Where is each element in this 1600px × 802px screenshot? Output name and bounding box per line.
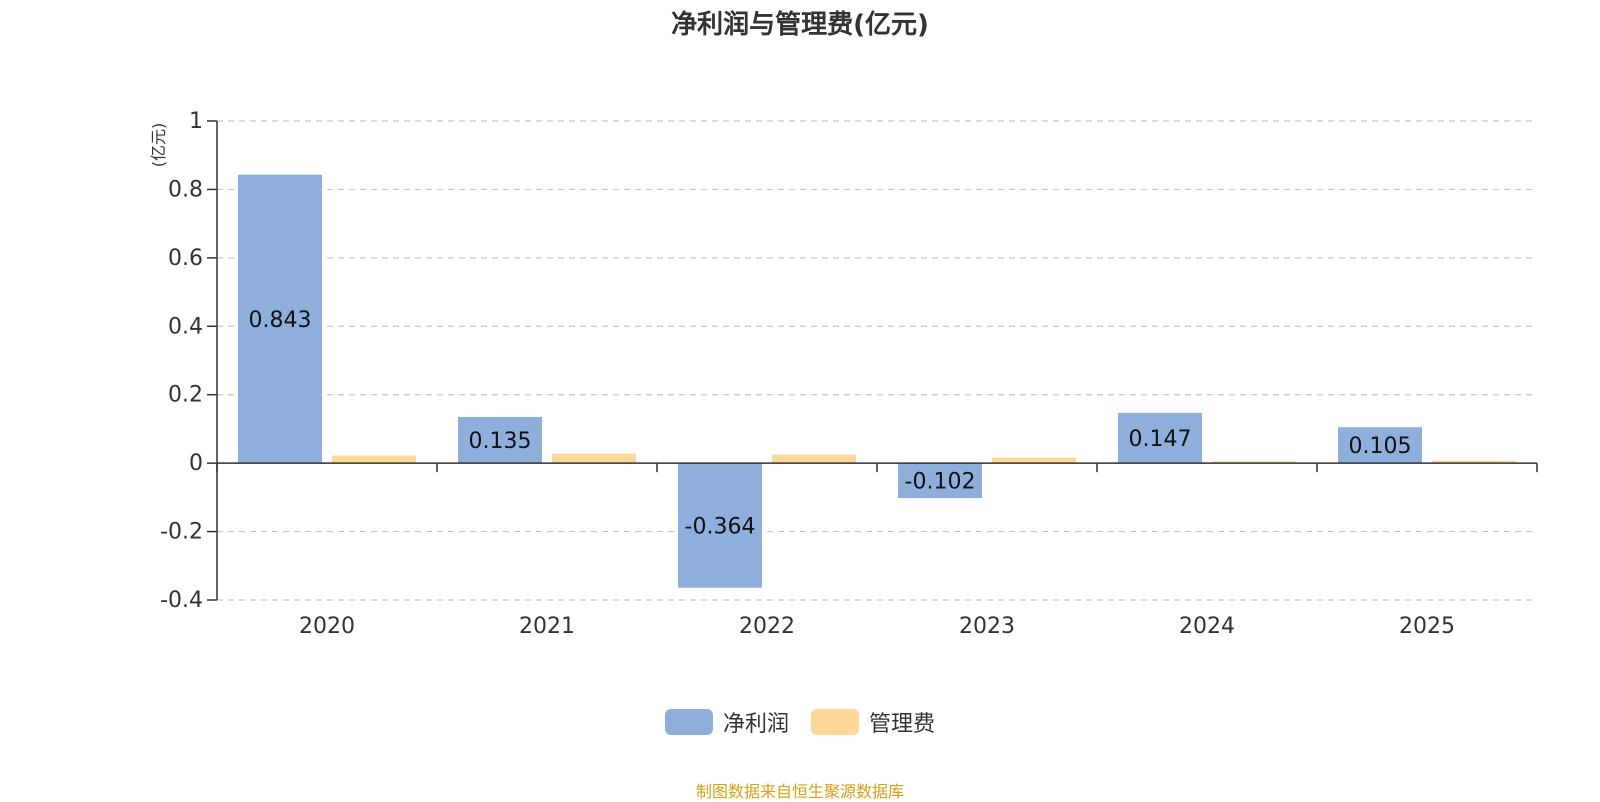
bar-net-profit (238, 174, 322, 464)
data-label: 0.105 (1349, 434, 1412, 459)
y-tick-label: -0.4 (160, 588, 203, 613)
bar-net-profit (898, 463, 982, 499)
bar-admin-fee (772, 454, 856, 464)
x-tick-label: 2024 (1179, 614, 1235, 639)
y-tick-label: 1 (189, 109, 203, 134)
legend: 净利润 管理费 (0, 706, 1600, 738)
y-axis-label: (亿元) (149, 123, 168, 168)
bar-chart: 1 0.8 0.6 0.4 0.2 0 -0.2 -0.4 (亿元) 2020 2021 2022 20… (149, 109, 1538, 639)
x-tick-label: 2023 (959, 614, 1015, 639)
legend-label-admin-fee: 管理费 (869, 712, 936, 737)
bar-net-profit (678, 463, 762, 588)
chart-title: 净利润与管理费(亿元) (671, 10, 929, 40)
y-tick-label: 0.2 (168, 383, 203, 408)
legend-label-net-profit: 净利润 (722, 712, 789, 737)
legend-item-net-profit[interactable]: 净利润 (664, 706, 789, 738)
x-tick-label: 2025 (1399, 614, 1455, 639)
y-tick-label: 0.4 (168, 314, 203, 339)
data-label: -0.364 (685, 514, 756, 539)
x-tick-label: 2020 (299, 614, 355, 639)
x-tick-label: 2022 (739, 614, 795, 639)
data-label: -0.102 (905, 470, 976, 495)
bar-admin-fee (332, 455, 416, 464)
bars (238, 174, 1516, 588)
bar-admin-fee (992, 457, 1076, 464)
y-tick-label: 0 (189, 451, 203, 476)
bar-admin-fee (1212, 461, 1296, 464)
data-label: 0.147 (1129, 427, 1192, 452)
bar-net-profit (1338, 427, 1422, 464)
bar-net-profit (1118, 412, 1202, 464)
x-tick-label: 2021 (519, 614, 575, 639)
source-note: 制图数据来自恒生聚源数据库 (695, 782, 904, 801)
bar-admin-fee (1432, 460, 1516, 464)
bar-net-profit (458, 416, 542, 464)
y-tick-label: 0.6 (168, 246, 203, 271)
y-tick-label: -0.2 (160, 520, 203, 545)
legend-swatch-net-profit (664, 709, 713, 735)
bar-admin-fee (552, 453, 636, 464)
data-label: 0.843 (249, 308, 312, 333)
gridlines (217, 120, 1537, 601)
legend-item-admin-fee[interactable]: 管理费 (811, 706, 935, 738)
legend-swatch-admin-fee (811, 709, 859, 735)
data-label: 0.135 (469, 429, 532, 454)
axes: 1 0.8 0.6 0.4 0.2 0 -0.2 -0.4 (亿元) 2020 2021 2022 20… (149, 109, 1538, 639)
y-tick-label: 0.8 (168, 177, 203, 202)
data-labels: 0.843 0.135 -0.364 -0.102 0.147 0.105 (249, 308, 1412, 539)
